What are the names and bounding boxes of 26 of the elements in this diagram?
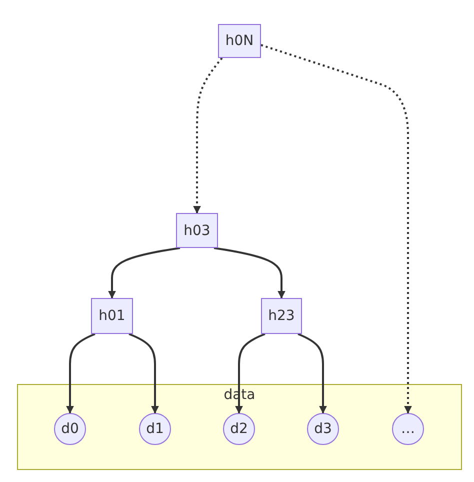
arrow (260, 44, 412, 414)
node-label: d3 (314, 421, 332, 437)
process-box (218, 24, 261, 58)
process-box (176, 213, 218, 248)
data-circle (139, 413, 171, 445)
data-circle (223, 413, 255, 445)
arrow (128, 333, 159, 414)
arrow (108, 247, 180, 299)
node-label: h0N (225, 33, 254, 49)
node-label: d1 (146, 421, 164, 437)
arrow (66, 333, 96, 414)
node-label: h03 (184, 222, 210, 238)
data-circle (307, 413, 339, 445)
data-circle (54, 413, 86, 445)
process-box (261, 298, 302, 334)
node-label: d0 (61, 421, 79, 437)
node-label: … (401, 421, 415, 437)
arrow (214, 247, 286, 299)
arrow (298, 333, 327, 414)
arrow (193, 57, 223, 214)
node-label: h23 (268, 308, 295, 324)
process-box (91, 298, 133, 334)
group-band (17, 384, 462, 470)
node-label: d2 (230, 421, 248, 437)
data-circle (392, 413, 424, 445)
node-label: h01 (98, 308, 126, 324)
